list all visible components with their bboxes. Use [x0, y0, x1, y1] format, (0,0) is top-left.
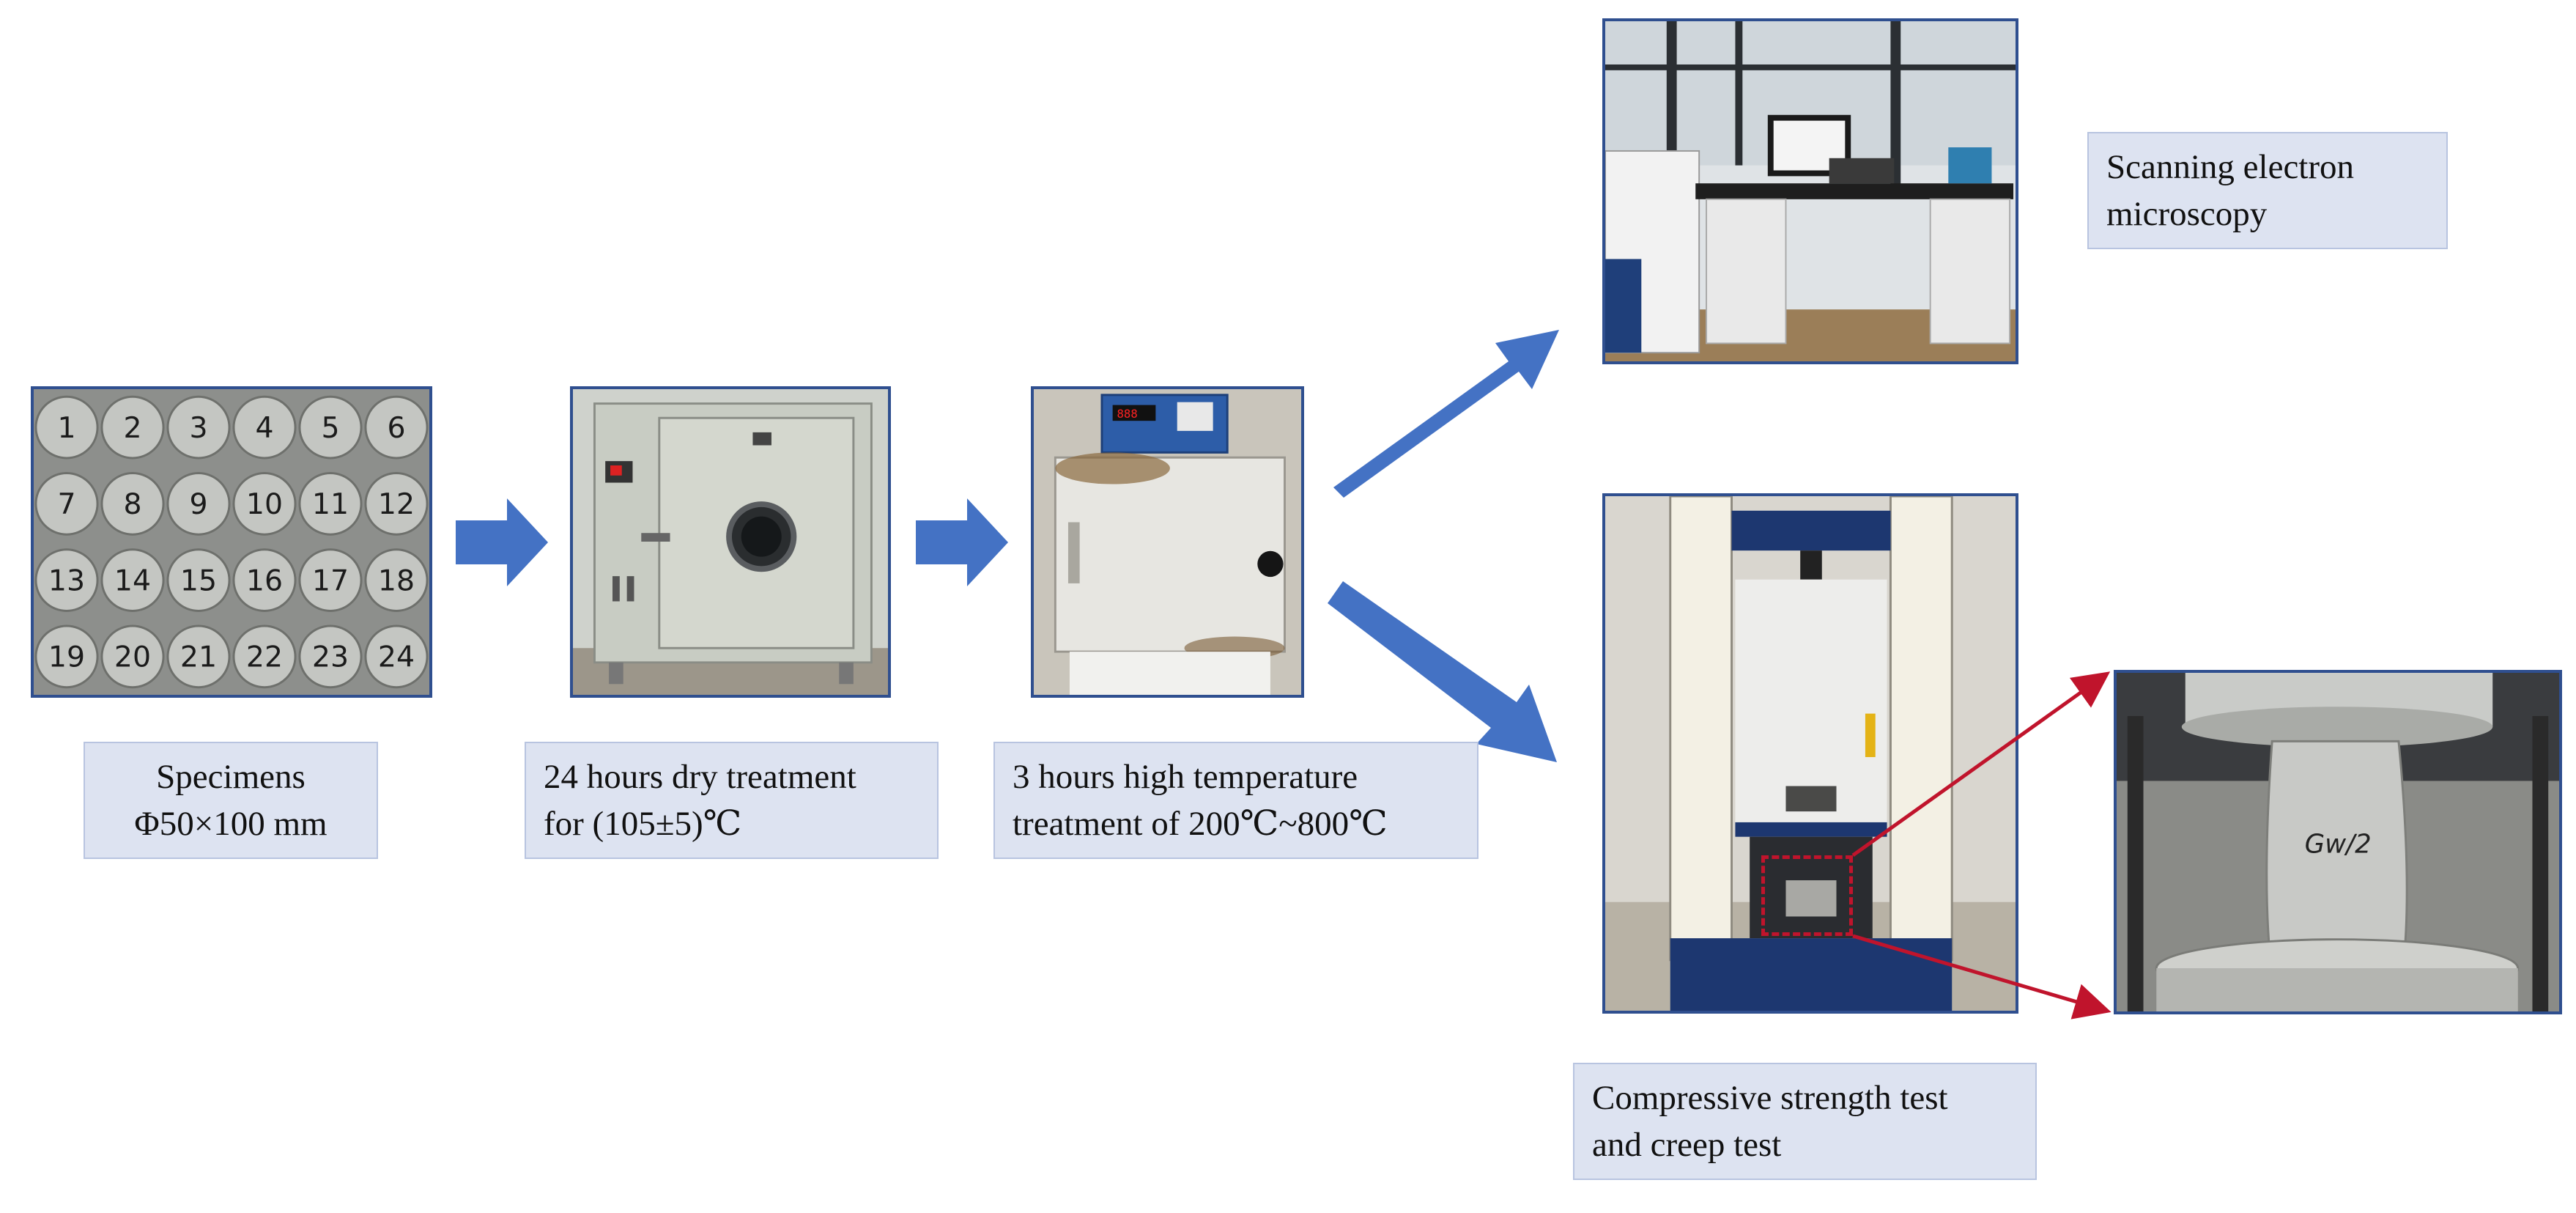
specimen-number: 8	[123, 487, 141, 521]
specimen-number: 16	[246, 564, 283, 597]
specimen-cylinder	[100, 548, 165, 612]
specimen-cylinder	[34, 472, 99, 536]
dry-treatment-label-line1: 24 hours dry treatment	[544, 758, 856, 796]
specimen-number: 2	[123, 411, 141, 445]
specimen-closeup-illustration: Gw/2	[2117, 673, 2559, 1011]
specimen-cylinder	[34, 548, 99, 612]
specimen-cylinder	[166, 395, 231, 460]
specimen-number: 6	[387, 411, 405, 445]
specimen-number: 18	[378, 564, 415, 597]
callout-box	[1761, 855, 1853, 936]
specimen-cylinder	[232, 395, 297, 460]
specimen-number: 7	[57, 487, 75, 521]
drying-oven-photo	[570, 386, 891, 698]
arrow-right-icon	[456, 498, 548, 586]
compression-label-line2: and creep test	[1592, 1126, 1782, 1164]
specimens-label-line2: Φ50×100 mm	[134, 805, 327, 843]
specimen-number: 3	[189, 411, 207, 445]
specimen-cylinder	[166, 548, 231, 612]
specimen-number: 15	[180, 564, 217, 597]
specimen-cylinder	[232, 472, 297, 536]
specimen-cylinder	[232, 624, 297, 689]
specimen-number: 1	[57, 411, 75, 445]
arrow-up-right-icon	[1333, 330, 1559, 498]
arrow-down-right-icon	[1328, 581, 1557, 762]
specimen-number: 12	[378, 487, 415, 521]
specimen-cylinder	[100, 395, 165, 460]
sem-label: Scanning electron microscopy	[2087, 132, 2448, 249]
specimen-cylinder	[298, 472, 363, 536]
specimen-cylinder	[364, 624, 429, 689]
specimen-number: 11	[312, 487, 349, 521]
dry-treatment-label-line2: for (105±5)℃	[544, 805, 742, 843]
sem-label-line1: Scanning electron	[2106, 148, 2355, 186]
specimen-cylinder	[166, 472, 231, 536]
specimen-closeup-photo: Gw/2	[2114, 670, 2562, 1014]
specimen-number: 14	[114, 564, 151, 597]
specimen-number: 5	[321, 411, 339, 445]
specimen-cylinder	[100, 472, 165, 536]
compression-label-line1: Compressive strength test	[1592, 1079, 1948, 1117]
specimen-cylinder	[100, 624, 165, 689]
specimen-number: 10	[246, 487, 283, 521]
heat-treatment-label: 3 hours high temperature treatment of 20…	[993, 742, 1478, 859]
specimens-label: Specimens Φ50×100 mm	[84, 742, 378, 859]
furnace-photo: 888	[1031, 386, 1304, 698]
specimen-cylinder	[232, 548, 297, 612]
specimen-cylinder	[364, 395, 429, 460]
sem-illustration	[1605, 21, 2016, 361]
specimen-number: 20	[114, 641, 151, 674]
furnace-illustration: 888	[1034, 389, 1301, 695]
specimen-cylinder	[34, 395, 99, 460]
specimen-cylinder	[364, 472, 429, 536]
specimen-cylinder	[34, 624, 99, 689]
specimen-number: 17	[312, 564, 349, 597]
specimen-number: 13	[48, 564, 85, 597]
arrow-right-icon	[916, 498, 1008, 586]
sem-label-line2: microscopy	[2106, 195, 2268, 233]
specimen-number: 4	[255, 411, 273, 445]
specimens-label-line1: Specimens	[156, 758, 306, 796]
svg-text:888: 888	[1117, 407, 1138, 421]
specimen-number: 22	[246, 641, 283, 674]
specimen-cylinder	[298, 624, 363, 689]
specimen-cylinder	[298, 548, 363, 612]
dry-treatment-label: 24 hours dry treatment for (105±5)℃	[525, 742, 939, 859]
specimen-number: 9	[189, 487, 207, 521]
drying-oven-illustration	[573, 389, 888, 695]
specimen-number: 24	[378, 641, 415, 674]
heat-treatment-label-line1: 3 hours high temperature	[1013, 758, 1358, 796]
specimen-number: 21	[180, 641, 217, 674]
sample-mark: Gw/2	[2305, 830, 2372, 860]
heat-treatment-label-line2: treatment of 200℃~800℃	[1013, 805, 1388, 843]
compression-label: Compressive strength test and creep test	[1573, 1063, 2037, 1180]
specimen-cylinder	[364, 548, 429, 612]
sem-photo	[1602, 18, 2018, 364]
specimen-cylinder	[166, 624, 231, 689]
specimen-number: 19	[48, 641, 85, 674]
specimen-number: 23	[312, 641, 349, 674]
specimen-cylinder	[298, 395, 363, 460]
